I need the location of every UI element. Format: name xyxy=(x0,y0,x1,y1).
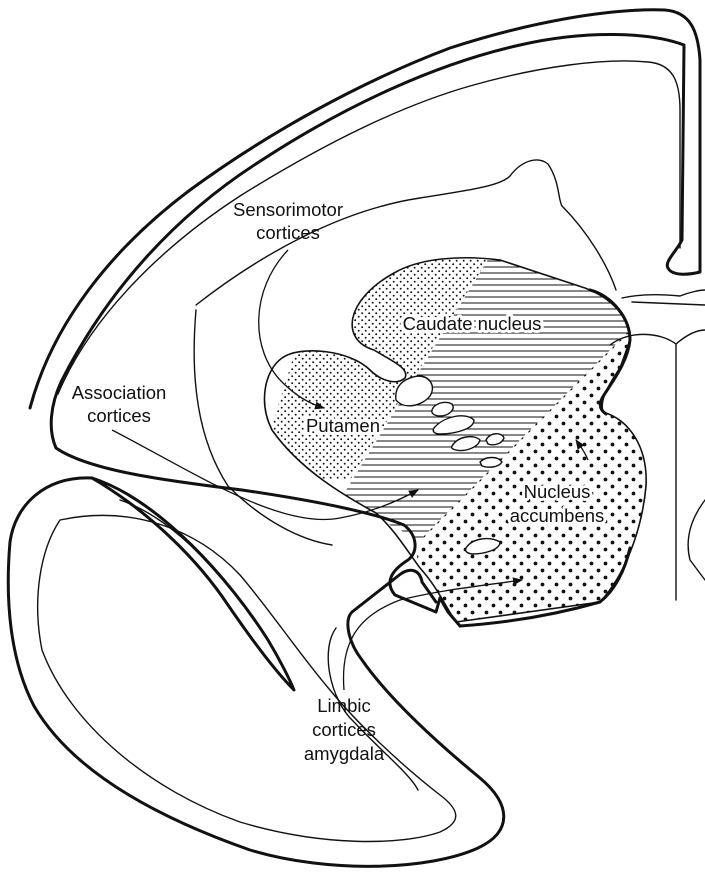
midline-upper xyxy=(632,302,705,305)
association-label-line2: cortices xyxy=(87,405,151,426)
temporal-inner-contour xyxy=(38,515,456,841)
temporal-fold-inner xyxy=(120,500,282,664)
septum-right xyxy=(676,330,705,344)
corpus-callosum-lower xyxy=(622,290,705,298)
sensorimotor-label-line2: cortices xyxy=(256,222,320,243)
septum-curve xyxy=(688,500,705,580)
caudate-label: Caudate nucleus xyxy=(403,313,542,334)
putamen-label: Putamen xyxy=(306,415,380,436)
capsule-island xyxy=(480,458,502,468)
sensorimotor-label-line1: Sensorimotor xyxy=(233,199,343,220)
association-label-line1: Association xyxy=(72,382,167,403)
rhinal-fold xyxy=(92,478,294,690)
accumbens-label-line1: Nucleus xyxy=(524,481,591,502)
accumbens-label-line2: accumbens xyxy=(510,505,605,526)
limbic-label-line3: amygdala xyxy=(304,743,385,764)
limbic-label-line2: cortices xyxy=(312,719,376,740)
limbic-label-line1: Limbic xyxy=(317,695,370,716)
